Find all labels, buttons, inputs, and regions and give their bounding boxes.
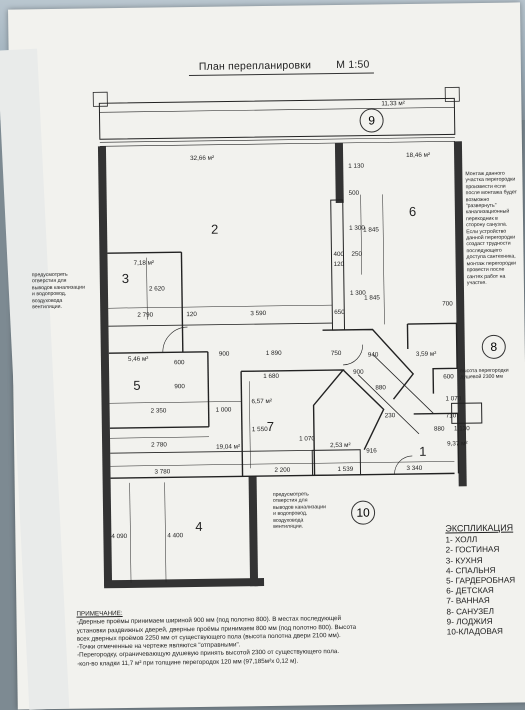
area-bathroom: 9,37 м² [447, 440, 468, 447]
dim-label: 1 550 [252, 426, 268, 433]
area-room-8: 3,59 м² [416, 351, 437, 358]
dim-label: 1 000 [216, 406, 232, 413]
dim-label: 1 130 [454, 425, 470, 432]
area-room-6: 18,46 м² [406, 152, 430, 159]
explication-heading: ЭКСПЛИКАЦИЯ [445, 523, 514, 534]
room-number-3: 3 [122, 271, 129, 286]
dim-label: 4 090 [111, 533, 127, 540]
area-room-10: 2,53 м² [330, 442, 351, 449]
dim-label: 500 [349, 190, 360, 197]
wall-bottom-left [104, 578, 264, 588]
legend-item: 10-КЛАДОВАЯ [447, 627, 516, 638]
area-room-3: 7,18 м² [134, 260, 155, 267]
dim-label: 3 340 [406, 465, 422, 472]
dim-label: 900 [174, 383, 185, 390]
dim-label: 1 070 [445, 395, 461, 402]
wall-2-6-top [335, 143, 344, 203]
note-right-partition: Монтаж данного участка перегородки произ… [465, 170, 525, 286]
dim-label: 900 [353, 369, 364, 376]
area-room-2: 32,66 м² [190, 155, 214, 162]
dim-label: 1 845 [363, 226, 379, 233]
dim-label: 1 890 [266, 350, 282, 357]
dim-label: 400 [333, 251, 344, 258]
dim-label: 2 780 [151, 441, 167, 448]
dim-label: 880 [434, 426, 445, 433]
wall-bedroom-right [249, 476, 259, 586]
loggia-column-left [93, 92, 107, 106]
area-room-9: 11,33 м² [381, 100, 405, 107]
dim-label: 2 350 [151, 407, 167, 414]
room-number-4: 4 [195, 519, 202, 534]
dim-label: 1 300 [349, 225, 365, 232]
area-room-4: 19,04 м² [216, 443, 240, 450]
wall-left [98, 146, 112, 586]
dim-label: 916 [366, 447, 377, 454]
dim-label: 1 680 [263, 373, 279, 380]
dim-label: 1 300 [350, 290, 366, 297]
remarks-block: ПРИМЕЧАНИЕ: -Дверные проёмы принимаем ши… [76, 606, 437, 669]
drawing-sheet: План перепланировки М 1:50 [8, 2, 525, 709]
note-shower-height: высота перегородки душевой 2300 мм [460, 367, 520, 381]
dim-label: 250 [351, 251, 362, 258]
dim-label: 940 [368, 351, 379, 358]
dim-label: 1 539 [337, 466, 353, 473]
dim-label: 2 200 [274, 467, 290, 474]
legend-item: 5- ГАРДЕРОБНАЯ [446, 576, 515, 587]
dim-label: 2 620 [149, 285, 165, 292]
dim-label: 880 [375, 384, 386, 391]
dim-label: 650 [334, 309, 345, 316]
dim-label: 710 [446, 412, 457, 419]
dim-label: 3 780 [154, 468, 170, 475]
dim-label: 1 070 [299, 435, 315, 442]
dim-label: 600 [174, 359, 185, 366]
dim-label: 3 590 [250, 310, 266, 317]
dim-label: 120 [334, 261, 345, 268]
room-number-6: 6 [409, 204, 416, 219]
loggia-column-right [445, 87, 459, 101]
note-center-openings: предусмотреть отверстия для выводов кана… [273, 491, 348, 530]
room-number-2: 2 [211, 222, 218, 237]
dim-label: 600 [443, 373, 454, 380]
dim-label: 900 [219, 351, 230, 358]
area-room-5: 5,46 м² [128, 356, 149, 363]
room-number-5: 5 [133, 378, 140, 393]
dim-label: 4 400 [167, 532, 183, 539]
dim-label: 750 [331, 350, 342, 357]
area-room-7: 6,57 м² [251, 398, 272, 405]
dim-label: 120 [186, 311, 197, 318]
dim-label: 230 [385, 412, 396, 419]
note-left-openings: предусмотреть отверстия для выводов кана… [32, 271, 107, 310]
dim-label: 1 845 [364, 294, 380, 301]
dim-label: 2 790 [137, 312, 153, 319]
room-number-1: 1 [419, 444, 426, 459]
explication-legend: ЭКСПЛИКАЦИЯ 1- ХОЛЛ 2- ГОСТИНАЯ 3- КУХНЯ… [445, 523, 516, 638]
dim-label: 700 [442, 300, 453, 307]
dim-label: 1 130 [348, 163, 364, 170]
